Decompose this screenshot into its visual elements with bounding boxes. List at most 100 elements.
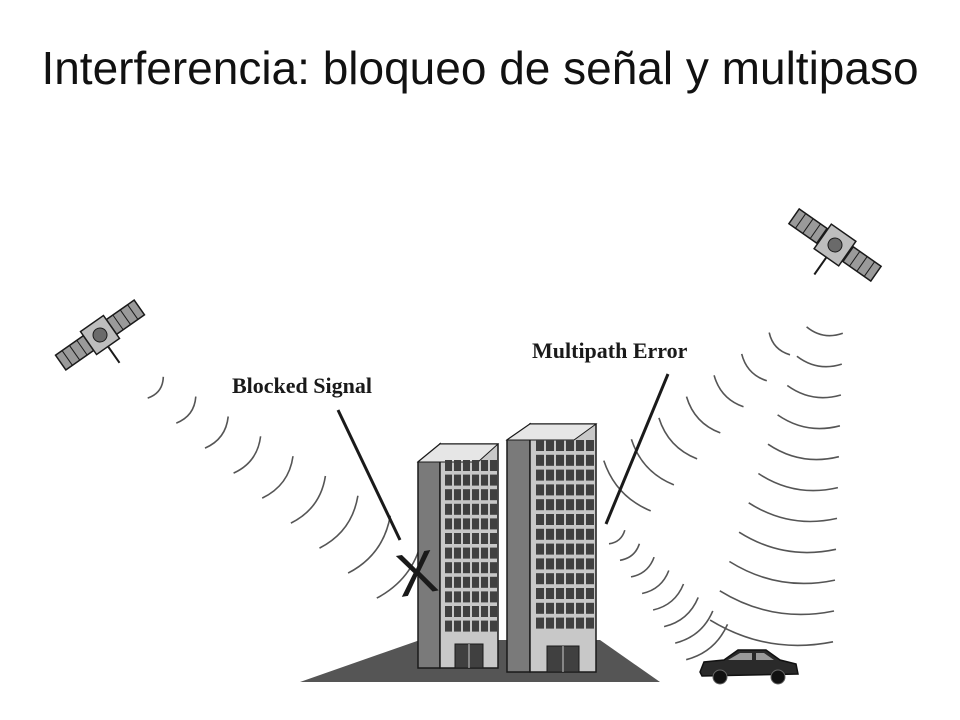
window	[445, 562, 452, 574]
signal-wave-icon	[641, 570, 670, 595]
window	[445, 489, 452, 501]
window	[566, 588, 574, 599]
window	[536, 573, 544, 585]
window	[481, 518, 488, 530]
signal-wave-icon	[709, 619, 834, 647]
window	[546, 514, 554, 525]
window	[546, 573, 554, 585]
building-windows	[536, 440, 594, 629]
car-icon	[699, 649, 799, 685]
window	[472, 460, 479, 471]
window	[536, 602, 544, 614]
signal-wave-icon	[608, 529, 626, 545]
slide-title: Interferencia: bloqueo de señal y multip…	[41, 42, 919, 94]
signal-wave-icon	[603, 460, 652, 512]
window	[463, 591, 470, 603]
signal-wave-icon	[748, 502, 838, 523]
window	[445, 576, 452, 588]
window	[566, 573, 574, 585]
window	[472, 591, 479, 603]
window	[463, 547, 470, 559]
signal-wave-icon	[261, 456, 294, 499]
window	[556, 499, 564, 511]
window	[445, 533, 452, 544]
window	[454, 591, 461, 603]
window	[546, 499, 554, 511]
window	[472, 562, 479, 574]
window	[481, 576, 488, 588]
signal-waves-left	[147, 376, 424, 599]
window	[586, 588, 594, 599]
building-windows	[445, 460, 497, 632]
signal-wave-icon	[806, 326, 844, 337]
signal-wave-icon	[719, 590, 835, 616]
window	[454, 518, 461, 530]
window	[586, 484, 594, 496]
window	[454, 533, 461, 544]
window	[576, 602, 584, 614]
window	[490, 474, 497, 486]
window	[536, 440, 544, 451]
window	[576, 514, 584, 525]
signal-wave-icon	[768, 332, 791, 356]
window	[463, 606, 470, 617]
window	[536, 514, 544, 525]
window	[472, 620, 479, 632]
window	[586, 454, 594, 466]
window	[472, 547, 479, 559]
window	[472, 474, 479, 486]
window	[445, 547, 452, 559]
window	[546, 440, 554, 451]
window	[490, 547, 497, 559]
window	[481, 489, 488, 501]
window	[556, 484, 564, 496]
window	[556, 469, 564, 481]
window	[586, 469, 594, 481]
signal-wave-icon	[663, 597, 699, 628]
window	[481, 547, 488, 559]
window	[490, 591, 497, 603]
window	[576, 469, 584, 481]
signal-waves-multipath	[608, 529, 729, 661]
window	[566, 602, 574, 614]
window	[536, 617, 544, 629]
window	[536, 499, 544, 511]
window	[546, 588, 554, 599]
window	[490, 489, 497, 501]
window	[556, 528, 564, 540]
window	[536, 469, 544, 481]
window	[481, 606, 488, 617]
signal-wave-icon	[767, 443, 840, 461]
window	[586, 514, 594, 525]
window	[463, 460, 470, 471]
window	[490, 503, 497, 515]
window	[490, 562, 497, 574]
window	[463, 503, 470, 515]
window	[536, 543, 544, 555]
signal-wave-icon	[319, 495, 359, 549]
window	[576, 543, 584, 555]
window	[546, 543, 554, 555]
signal-wave-icon	[675, 610, 714, 644]
window	[445, 620, 452, 632]
signal-wave-icon	[204, 416, 229, 449]
window	[463, 533, 470, 544]
window	[490, 620, 497, 632]
building-icon	[416, 442, 500, 669]
window	[463, 518, 470, 530]
window	[481, 533, 488, 544]
window	[576, 499, 584, 511]
window	[556, 588, 564, 599]
satellite-icon	[787, 207, 883, 283]
signal-wave-icon	[728, 560, 836, 585]
window	[546, 528, 554, 540]
window	[576, 573, 584, 585]
window	[566, 617, 574, 629]
window	[566, 499, 574, 511]
window	[536, 454, 544, 466]
window	[566, 469, 574, 481]
window	[490, 518, 497, 530]
window	[546, 469, 554, 481]
signal-wave-icon	[713, 375, 744, 408]
